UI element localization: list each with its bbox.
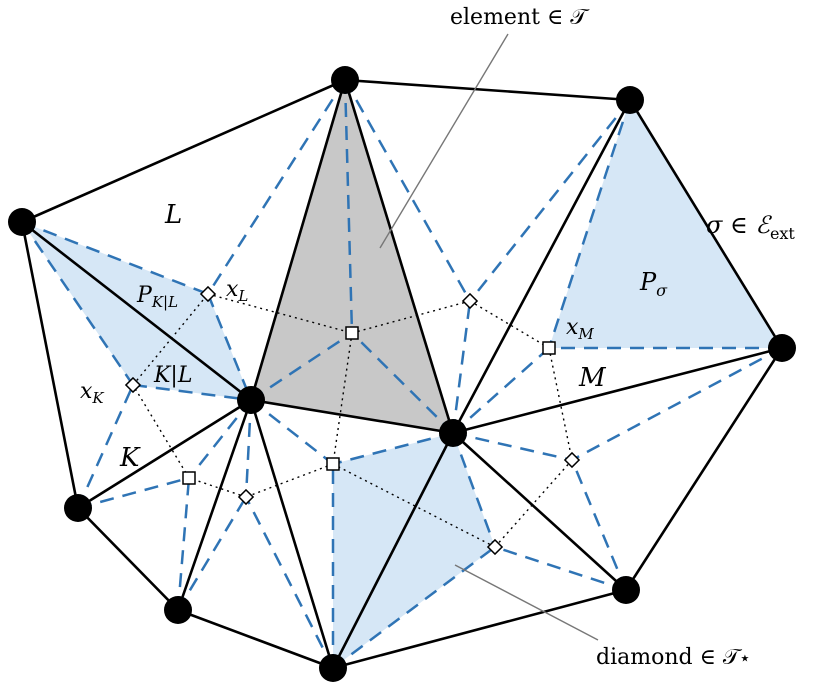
sigma-sub: ext (770, 224, 795, 243)
x-m-sub: M (577, 325, 594, 343)
vertex (164, 596, 192, 624)
center-marker (345, 326, 359, 340)
k-l-label: K|L (153, 363, 192, 388)
x-k-sub: K (91, 389, 104, 407)
element-label: element ∈ 𝒯 (450, 5, 590, 30)
sigma-label: σ ∈ ℰext (706, 211, 795, 243)
cell-label-M: M (578, 363, 607, 393)
element-pointer (379, 33, 509, 249)
p-kl-label: PK|L (136, 283, 178, 311)
diamond-pointer (454, 564, 599, 641)
dotted-connections (132, 293, 573, 548)
sigma-main: σ ∈ ℰ (706, 211, 772, 239)
x-k-main: x (80, 379, 93, 404)
vertex (8, 208, 36, 236)
vertex (64, 494, 92, 522)
pointer-lines (379, 33, 599, 641)
p-kl-main: P (136, 283, 153, 308)
vertex (237, 386, 265, 414)
edge-midpoints (124, 285, 581, 556)
midpoint-marker (563, 451, 581, 469)
vertex (319, 654, 347, 682)
mesh-vertices (8, 66, 796, 682)
labels: element ∈ 𝒯 diamond ∈ 𝒯⋆ σ ∈ ℰext L K M … (80, 5, 795, 670)
midpoint-marker (199, 285, 217, 303)
p-sigma-sub: σ (656, 281, 668, 300)
midpoint-marker (486, 538, 504, 556)
diamond-label: diamond ∈ 𝒯⋆ (596, 645, 750, 670)
diamond-bottom (333, 433, 495, 668)
x-l-main: x (226, 277, 239, 302)
element-triangle (251, 80, 453, 433)
vertex (616, 86, 644, 114)
x-m-main: x (566, 315, 579, 340)
vertex (612, 576, 640, 604)
vertex (331, 66, 359, 94)
vertex (768, 334, 796, 362)
x-m-label: xM (566, 315, 594, 343)
p-sigma-main: P (639, 268, 657, 296)
cell-centers (182, 326, 556, 485)
mesh-edges (20, 78, 784, 670)
p-sigma-region (549, 100, 782, 348)
midpoint-marker (461, 292, 479, 310)
p-kl-sub: K|L (151, 293, 178, 311)
center-marker (542, 341, 556, 355)
vertex (439, 419, 467, 447)
cell-label-L: L (164, 200, 182, 230)
x-k-label: xK (80, 379, 104, 407)
x-l-sub: L (237, 287, 248, 305)
x-l-label: xL (226, 277, 248, 305)
midpoint-marker (237, 488, 255, 506)
cell-label-K: K (119, 443, 141, 473)
midpoint-marker (124, 376, 142, 394)
center-marker (182, 471, 196, 485)
dual-edges (20, 79, 783, 670)
p-sigma-label: Pσ (639, 268, 668, 300)
center-marker (326, 457, 340, 471)
